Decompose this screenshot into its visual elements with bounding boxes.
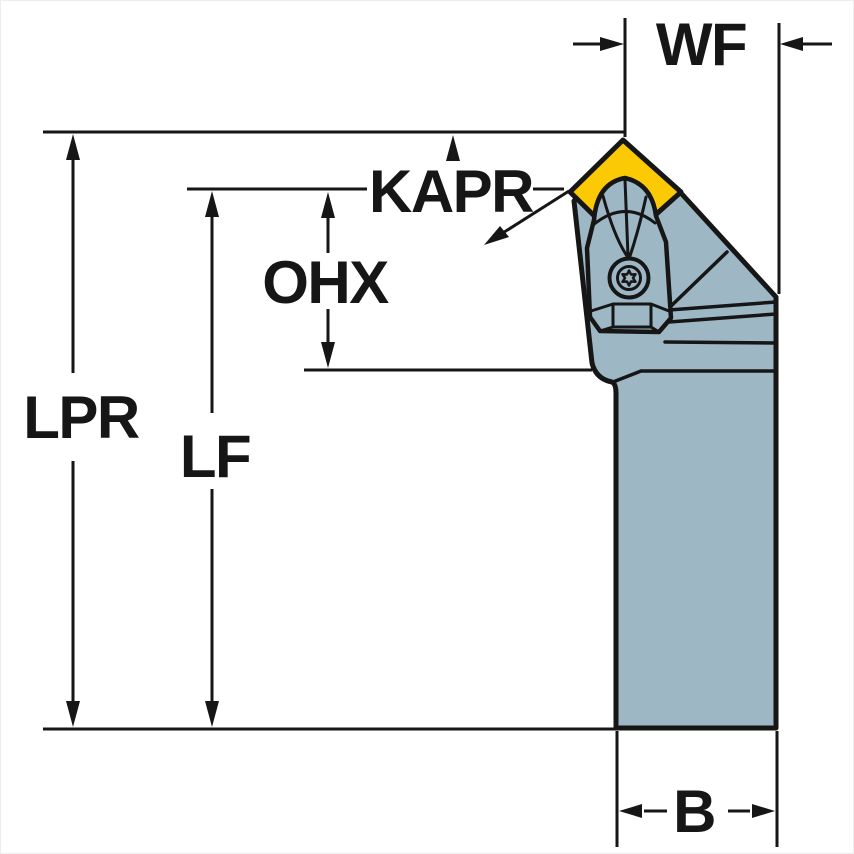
head-step-line [611, 369, 778, 384]
kapr-label: KAPR [369, 158, 534, 225]
lpr-arrow-down-icon [66, 701, 80, 727]
kapr-cutting-edge-line [497, 189, 570, 238]
kapr-arrow-diagonal-icon [484, 226, 509, 245]
lf-arrow-up-icon [205, 191, 219, 217]
b-arrow-left-icon [619, 804, 642, 818]
lpr-label: LPR [23, 384, 140, 451]
kapr-arrow-up-icon [446, 135, 460, 161]
drawing-root: WF KAPR OHX LPR LF B [23, 11, 832, 847]
b-arrow-right-icon [752, 804, 775, 818]
head-shelf-upper-line [667, 300, 778, 312]
head-crease-line [667, 250, 729, 310]
clamp-screw-inner-ring [616, 265, 642, 291]
ohx-label: OHX [262, 249, 389, 316]
wf-extension-lines [623, 18, 781, 294]
lf-arrow-down-icon [205, 701, 219, 727]
ohx-arrow-down-icon [321, 342, 335, 368]
lf-label: LF [180, 423, 250, 490]
torx-star-icon [621, 269, 637, 287]
wf-label: WF [656, 11, 746, 78]
head-chamfer-line [663, 340, 778, 345]
b-extension-lines [615, 731, 779, 847]
head-shelf-lower-line [667, 312, 778, 324]
clamp-foot-facet-lines [589, 302, 671, 334]
clamp-collar-line [591, 210, 657, 227]
wf-arrow-left-icon [780, 37, 803, 51]
lpr-arrow-up-icon [66, 134, 80, 160]
dimension-labels: WF KAPR OHX LPR LF B [23, 11, 747, 845]
dimension-lines [43, 18, 832, 847]
arrowheads [66, 37, 803, 818]
wf-arrow-right-icon [600, 37, 624, 51]
b-label: B [673, 778, 715, 845]
clamp-screw [607, 256, 651, 300]
ohx-arrow-up-icon [321, 192, 335, 218]
tool-holder [567, 137, 779, 731]
clamp-nose-facet-lines [601, 178, 648, 258]
